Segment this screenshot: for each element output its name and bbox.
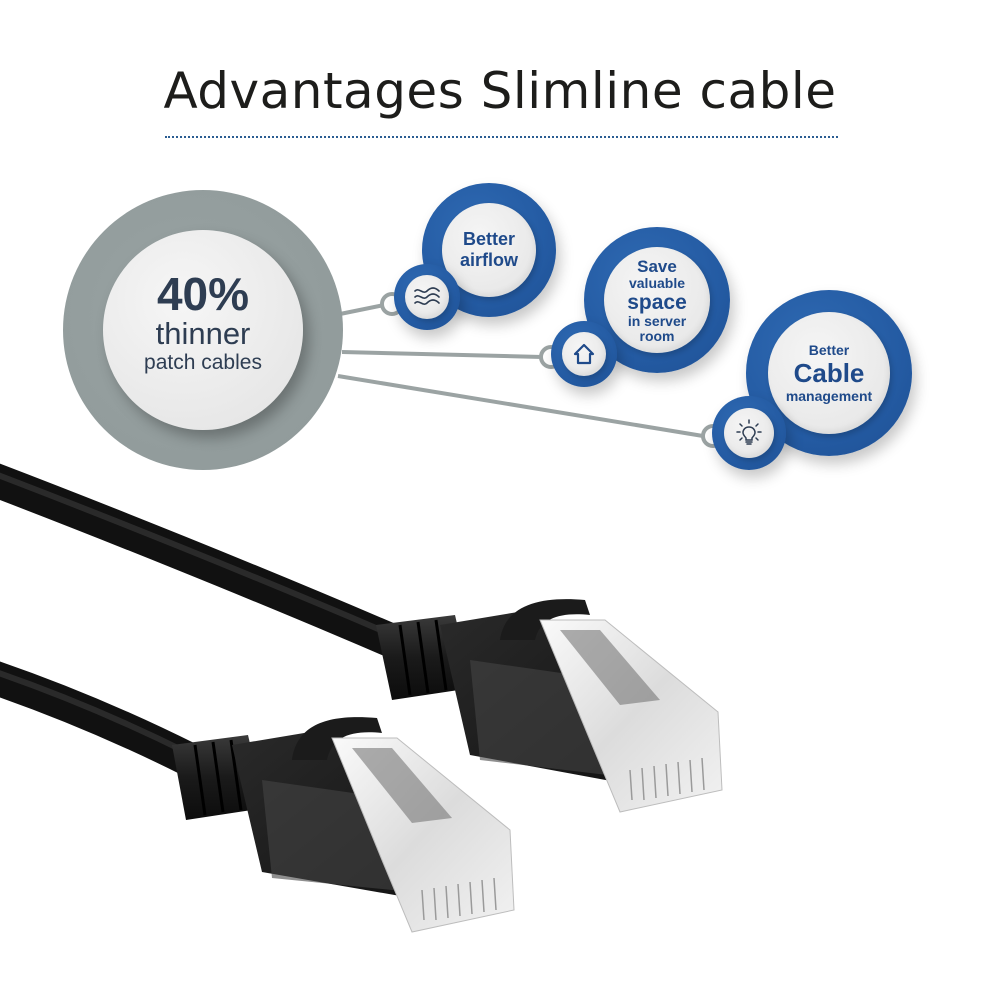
benefit-airflow-label: Better airflow xyxy=(442,203,536,297)
connector-line-airflow xyxy=(339,303,385,316)
cable-upper xyxy=(0,463,723,813)
house-icon xyxy=(573,343,595,365)
stat-value: 40% xyxy=(156,268,250,320)
connector-line-space xyxy=(341,350,543,359)
benefit-space-label: Save valuable space in server room xyxy=(604,247,710,353)
lightbulb-icon xyxy=(736,419,762,445)
benefit-cable-icon-face xyxy=(724,408,774,458)
cable-lower xyxy=(0,661,515,933)
benefit-space-icon-face xyxy=(562,332,606,376)
wave-airflow-icon xyxy=(414,287,440,305)
benefit-cable-label: Better Cable management xyxy=(768,312,890,434)
stat-line1: thinner xyxy=(155,316,251,351)
title-dotted-divider xyxy=(165,136,838,138)
patch-cable-product-image xyxy=(0,463,723,933)
connector-line-cable xyxy=(337,374,704,438)
benefit-airflow-icon-face xyxy=(405,275,449,319)
page-title: Advantages Slimline cable xyxy=(163,62,837,120)
stat-circle: 40% thinner patch cables xyxy=(103,230,303,430)
stat-line2: patch cables xyxy=(144,351,262,374)
